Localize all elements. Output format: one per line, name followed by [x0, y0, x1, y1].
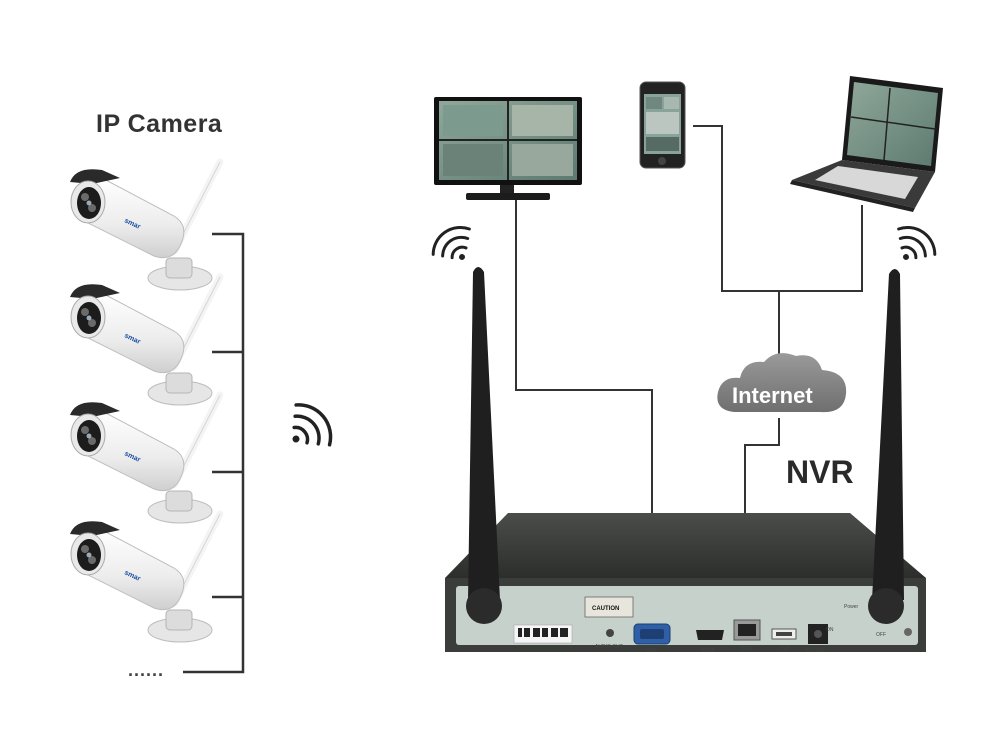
camera-bus-lines: [183, 232, 245, 674]
svg-text:WAN: WAN: [741, 646, 753, 652]
barcode-label: [513, 624, 573, 644]
monitor-icon: [434, 97, 582, 200]
ip-camera-2: smar: [70, 277, 220, 405]
wifi-signal-icon: [884, 218, 943, 274]
internet-label: Internet: [732, 383, 813, 408]
audio-out-port: AUDIO OUT: [595, 629, 623, 650]
hdmi-port: HDMI: [696, 630, 724, 654]
dc-power-port: DC 12V: [806, 624, 828, 654]
smartphone-icon: [639, 81, 686, 169]
ip-camera-1: smar: [70, 162, 220, 290]
svg-text:ON: ON: [826, 627, 834, 633]
ip-camera-4: smar: [70, 514, 220, 642]
svg-text:VGA: VGA: [646, 648, 657, 654]
svg-text:CAUTION: CAUTION: [592, 606, 619, 612]
vga-port: VGA: [633, 623, 671, 654]
svg-text:OFF: OFF: [876, 632, 886, 638]
more-cameras-ellipsis: ......: [128, 660, 164, 680]
ground-screw: [904, 628, 912, 636]
cloud-icon: [717, 353, 847, 413]
svg-text:USB: USB: [779, 646, 790, 652]
svg-text:DC 12V: DC 12V: [806, 648, 824, 654]
ip-camera-3: smar: [70, 395, 220, 523]
nvr-antenna-left: [466, 267, 502, 624]
nvr-antenna-right: [868, 269, 904, 624]
ip-camera-label: IP Camera: [96, 110, 223, 138]
nvr-label: NVR: [786, 454, 854, 490]
power-switch: Power ON OFF: [826, 604, 886, 638]
svg-text:Power: Power: [844, 604, 859, 610]
svg-text:HDMI: HDMI: [702, 648, 715, 654]
wifi-signal-icon: [274, 394, 342, 463]
usb-port: USB: [771, 628, 797, 652]
wifi-signal-icon: [425, 218, 484, 274]
caution-sticker: CAUTION: [584, 596, 634, 618]
wan-port: WAN: [733, 619, 761, 652]
nvr-recorder: CAUTION AUDIO OUT VGA HDMI: [445, 513, 926, 654]
svg-text:AUDIO OUT: AUDIO OUT: [595, 644, 623, 650]
laptop-icon: [790, 76, 943, 212]
